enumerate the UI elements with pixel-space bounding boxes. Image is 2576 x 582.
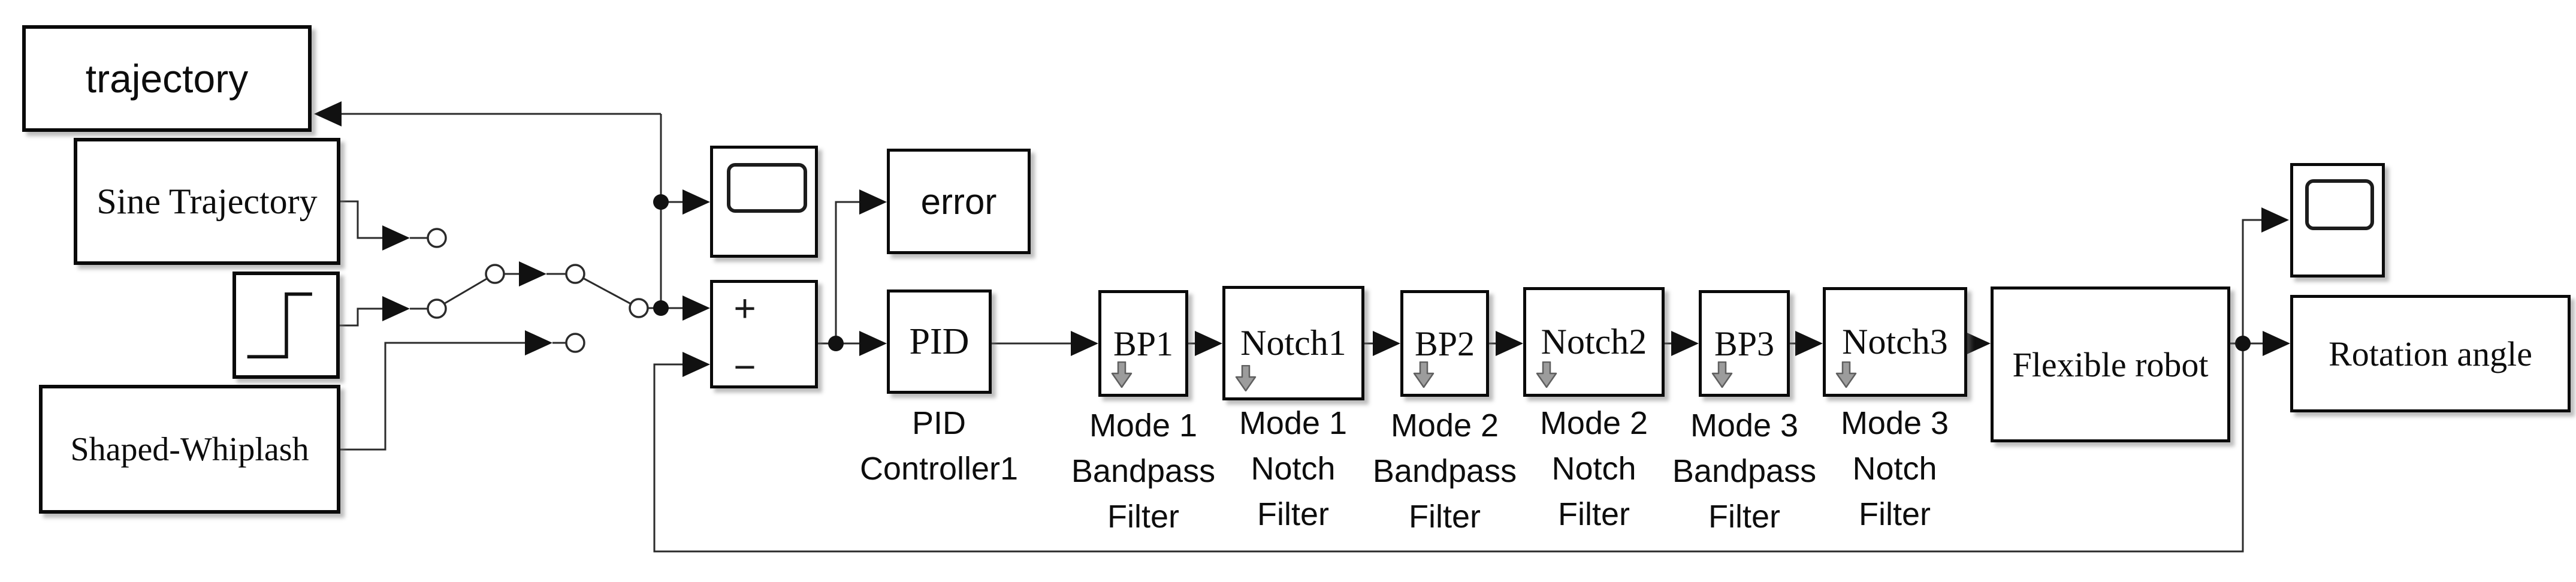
annotation-line: Notch	[1852, 451, 1937, 487]
rotation-angle-label: Rotation angle	[2329, 334, 2532, 373]
notch1-label: Notch1	[1240, 323, 1346, 363]
annotation-line: Filter	[1859, 496, 1931, 532]
wire-to-scope-output	[2242, 219, 2262, 343]
annotation-down-arrow-icon	[1235, 365, 1257, 391]
block-step-source[interactable]	[232, 272, 340, 379]
block-notch1[interactable]: Notch1	[1222, 286, 1364, 400]
error-label: error	[920, 181, 997, 222]
notch2-label: Notch2	[1541, 322, 1647, 361]
annotation-down-arrow-icon	[1711, 361, 1733, 388]
annotation-line: Mode 2	[1539, 405, 1648, 441]
label-mode1-bandpass-filter: Mode 1 Bandpass Filter	[1023, 403, 1263, 539]
flexible-robot-label: Flexible robot	[2012, 345, 2209, 384]
wire-sine-out	[340, 200, 382, 239]
wire-feedback-loop	[653, 343, 2244, 553]
wire-switch-diagonal-right	[575, 273, 661, 309]
scope-icon	[2305, 179, 2374, 230]
label-mode2-notch-filter: Mode 2 Notch Filter	[1474, 400, 1714, 537]
block-trajectory[interactable]: trajectory	[22, 25, 312, 132]
block-bp2[interactable]: BP2	[1400, 290, 1489, 397]
bp1-label: BP1	[1113, 324, 1173, 363]
wire-switch-diagonal-left	[435, 273, 496, 310]
annotation-line: Filter	[1257, 496, 1329, 532]
block-error-display[interactable]: error	[887, 149, 1031, 254]
annotation-line: Mode 3	[1840, 405, 1949, 441]
block-notch2[interactable]: Notch2	[1523, 287, 1665, 397]
pid-label: PID	[909, 321, 970, 362]
annotation-down-arrow-icon	[1413, 361, 1435, 388]
annotation-line: Bandpass	[1672, 453, 1817, 489]
arrowheads	[314, 101, 2290, 377]
block-bp3[interactable]: BP3	[1699, 290, 1790, 397]
block-bp1[interactable]: BP1	[1098, 290, 1188, 397]
wire-to-error	[835, 201, 860, 343]
trajectory-label: trajectory	[85, 56, 249, 101]
block-sine-trajectory[interactable]: Sine Trajectory	[74, 138, 340, 265]
step-signal-icon	[247, 292, 312, 359]
label-mode1-notch-filter: Mode 1 Notch Filter	[1173, 400, 1413, 537]
annotation-line: Filter	[1708, 499, 1780, 535]
scope-icon	[727, 163, 807, 213]
sine-trajectory-label: Sine Trajectory	[96, 181, 318, 221]
annotation-line: Mode 1	[1239, 405, 1348, 441]
block-scope-reference[interactable]	[710, 146, 818, 258]
sum-plus-sign: +	[733, 287, 756, 330]
junction-dots	[653, 194, 2251, 351]
block-scope-output[interactable]	[2290, 163, 2385, 278]
annotation-line: Controller1	[859, 451, 1019, 487]
annotation-line: Bandpass	[1071, 453, 1216, 489]
bp3-label: BP3	[1714, 324, 1774, 363]
block-pid-controller[interactable]: PID	[887, 290, 992, 394]
block-sum[interactable]: + −	[710, 280, 818, 388]
annotation-down-arrow-icon	[1111, 361, 1133, 388]
shaped-whiplash-label: Shaped-Whiplash	[70, 430, 309, 468]
annotation-line: Bandpass	[1372, 453, 1517, 489]
notch3-label: Notch3	[1842, 322, 1948, 361]
block-notch3[interactable]: Notch3	[1823, 287, 1967, 397]
bp2-label: BP2	[1415, 324, 1475, 363]
block-rotation-angle[interactable]: Rotation angle	[2290, 295, 2571, 412]
annotation-line: Mode 3	[1690, 408, 1799, 444]
annotation-line: PID	[911, 405, 967, 441]
annotation-down-arrow-icon	[1835, 361, 1857, 388]
annotation-down-arrow-icon	[1536, 361, 1557, 388]
annotation-line: Mode 1	[1089, 408, 1198, 444]
switch-terminal-circles[interactable]	[427, 228, 649, 353]
block-shaped-whiplash[interactable]: Shaped-Whiplash	[39, 385, 340, 514]
annotation-line: Notch	[1251, 451, 1336, 487]
wire-step-out	[340, 307, 382, 327]
annotation-line: Notch	[1551, 451, 1636, 487]
annotation-line: Filter	[1409, 499, 1481, 535]
annotation-line: Mode 2	[1390, 408, 1499, 444]
annotation-line: Filter	[1558, 496, 1630, 532]
label-mode2-bandpass-filter: Mode 2 Bandpass Filter	[1325, 403, 1565, 539]
sum-minus-sign: −	[733, 345, 756, 388]
label-mode3-notch-filter: Mode 3 Notch Filter	[1775, 400, 2015, 537]
wire-whiplash-out	[340, 342, 525, 451]
label-pid-controller1: PID Controller1	[819, 400, 1059, 491]
annotation-line: Filter	[1107, 499, 1179, 535]
block-flexible-robot[interactable]: Flexible robot	[1991, 287, 2230, 442]
label-mode3-bandpass-filter: Mode 3 Bandpass Filter	[1624, 403, 1864, 539]
